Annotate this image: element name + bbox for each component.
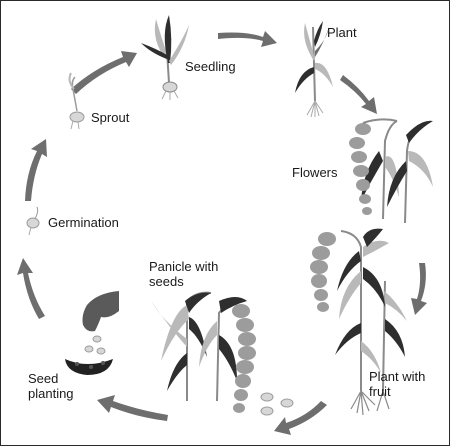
hand-shape <box>83 291 120 331</box>
stage-label-plant-with-fruit: Plant with fruit <box>369 369 425 399</box>
seedling-illustration <box>141 15 189 100</box>
stage-label-panicle-with-seeds: Panicle with seeds <box>149 259 218 289</box>
stage-label-sprout: Sprout <box>91 110 129 125</box>
loose-seeds <box>261 393 293 415</box>
arrow-germination-to-sprout <box>25 139 47 201</box>
seed-planting-illustration <box>65 291 119 375</box>
fruit-panicle <box>310 232 336 312</box>
panicle-with-seeds-illustration <box>151 293 293 415</box>
flowers-illustration <box>349 119 433 223</box>
stage-label-seed-planting: Seed planting <box>28 371 74 401</box>
stage-label-flowers: Flowers <box>292 165 338 180</box>
arrow-plant-to-flowers <box>340 75 377 114</box>
stage-label-plant: Plant <box>327 25 357 40</box>
arrow-fruit-to-panicle <box>274 401 327 435</box>
arrow-panicle-to-seed <box>97 395 168 421</box>
arrow-sprout-to-seedling <box>71 51 137 94</box>
cycle-arrows <box>17 31 427 435</box>
stage-label-germination: Germination <box>48 215 119 230</box>
seed-panicle <box>232 304 256 413</box>
arrow-seedling-to-plant <box>218 31 277 47</box>
arrow-seed-to-germination <box>17 258 45 319</box>
arrow-flowers-to-fruit <box>411 263 427 315</box>
germination-illustration <box>27 207 39 235</box>
stage-label-seedling: Seedling <box>185 59 236 74</box>
